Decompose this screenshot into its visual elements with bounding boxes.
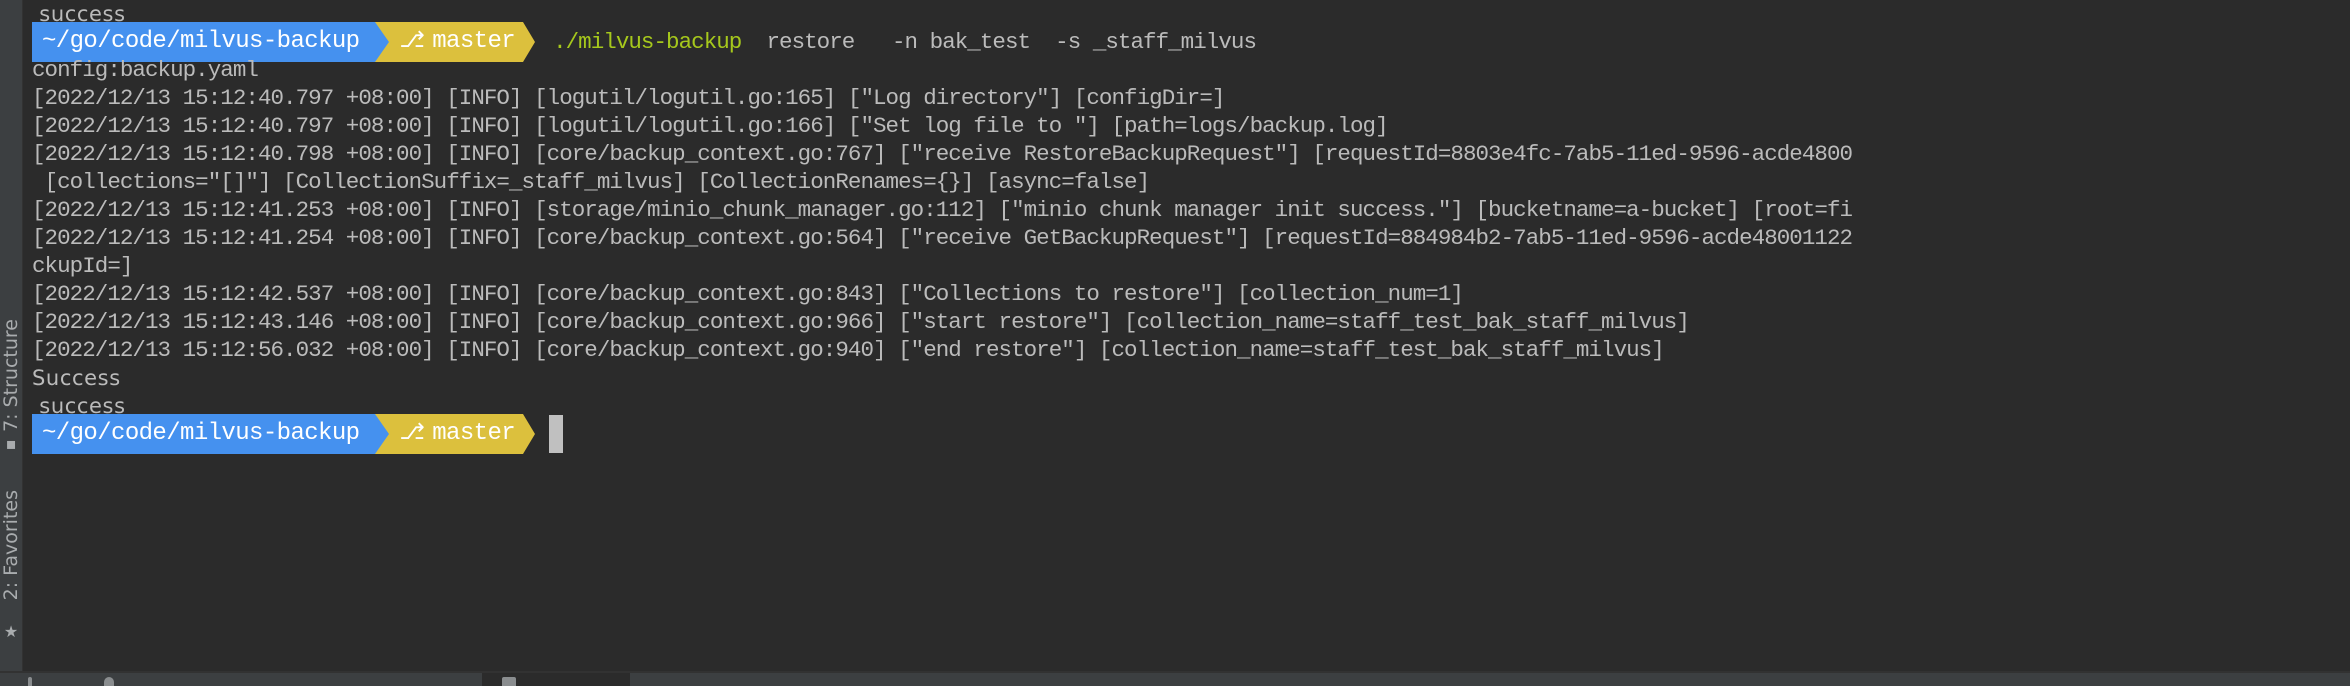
active-prompt-line: ~/go/code/milvus-backup ⎇ master bbox=[32, 414, 564, 454]
prompt-path-segment: ~/go/code/milvus-backup bbox=[32, 414, 390, 454]
sidebar-tab-favorites-label: 2: Favorites bbox=[0, 489, 22, 601]
prompt-branch-segment: ⎇ master bbox=[375, 22, 535, 62]
output-line: [2022/12/13 15:12:43.146 +08:00] [INFO] … bbox=[32, 309, 1690, 335]
output-line: [2022/12/13 15:12:40.798 +08:00] [INFO] … bbox=[32, 141, 1853, 167]
bottom-tool-window-bar bbox=[0, 671, 2350, 686]
output-line: config:backup.yaml bbox=[32, 57, 259, 83]
tool-tab-terminal-active[interactable] bbox=[482, 673, 630, 686]
command-args: restore -n bak_test -s _staff_milvus bbox=[741, 29, 1256, 55]
prompt-path-segment: ~/go/code/milvus-backup bbox=[32, 22, 390, 62]
output-line: [2022/12/13 15:12:41.253 +08:00] [INFO] … bbox=[32, 197, 1853, 223]
terminal-panel[interactable]: success ~/go/code/milvus-backup ⎇master … bbox=[32, 0, 2350, 671]
output-line: [2022/12/13 15:12:40.797 +08:00] [INFO] … bbox=[32, 85, 1225, 111]
star-icon: ★ bbox=[3, 621, 19, 641]
prompt-branch-segment: ⎇ master bbox=[375, 414, 535, 454]
sidebar-tab-structure[interactable]: 7: Structure bbox=[0, 300, 22, 450]
branch-name: master bbox=[432, 28, 516, 55]
output-line: [2022/12/13 15:12:40.797 +08:00] [INFO] … bbox=[32, 113, 1389, 139]
tool-tab-icon[interactable] bbox=[28, 677, 32, 686]
sidebar-tab-favorites[interactable]: 2: Favorites bbox=[0, 480, 22, 610]
command-executable: ./milvus-backup bbox=[553, 29, 742, 55]
structure-icon: ▪ bbox=[5, 433, 17, 453]
tool-tab-icon[interactable] bbox=[104, 677, 114, 686]
terminal-tab-icon bbox=[502, 677, 516, 686]
git-branch-icon: ⎇ bbox=[399, 29, 425, 54]
command-text: ./milvus-backup restore -n bak_test -s _… bbox=[553, 28, 1257, 56]
git-branch-icon: ⎇ bbox=[399, 421, 425, 446]
terminal-cursor[interactable] bbox=[549, 415, 564, 453]
output-line: [2022/12/13 15:12:42.537 +08:00] [INFO] … bbox=[32, 281, 1464, 307]
branch-name: master bbox=[432, 420, 516, 447]
output-line: [collections="[]"] [CollectionSuffix=_st… bbox=[32, 169, 1151, 195]
output-line: [2022/12/13 15:12:56.032 +08:00] [INFO] … bbox=[32, 337, 1665, 363]
prompt-line: ~/go/code/milvus-backup ⎇ master ./milvus… bbox=[32, 22, 1257, 62]
output-line: ckupId=] bbox=[32, 253, 133, 279]
result-line: Success bbox=[32, 366, 121, 390]
output-line: [2022/12/13 15:12:41.254 +08:00] [INFO] … bbox=[32, 225, 1853, 251]
sidebar-tab-structure-label: 7: Structure bbox=[0, 318, 22, 432]
tool-window-sidebar: 7: Structure ▪ 2: Favorites ★ bbox=[0, 0, 23, 671]
